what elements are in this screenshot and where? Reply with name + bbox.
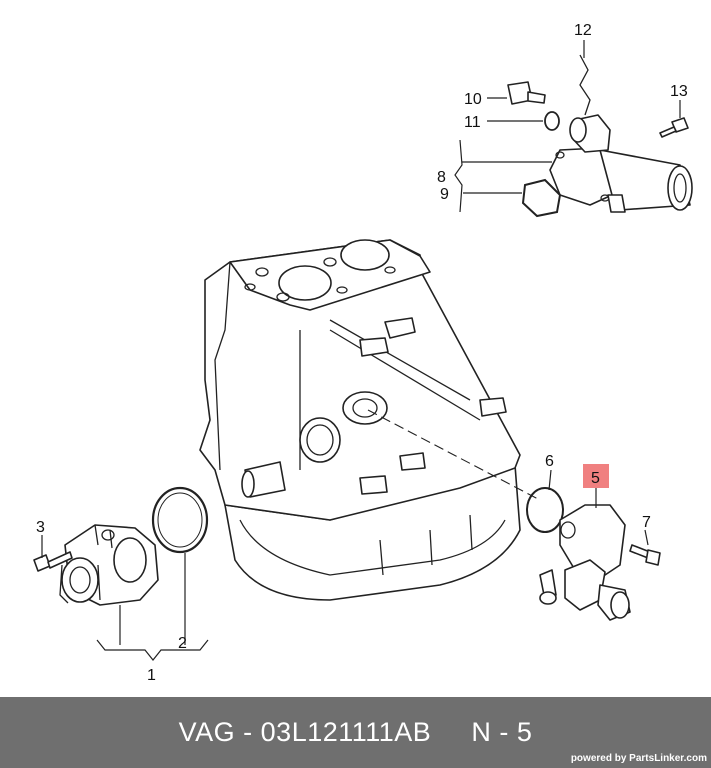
coolant-flange: [549, 114, 693, 213]
callout-7: 7: [642, 514, 651, 531]
powered-by-link[interactable]: powered by PartsLinker.com: [570, 753, 707, 764]
bolt-13: [659, 117, 689, 138]
engine-block: [199, 239, 521, 601]
callout-12: 12: [574, 22, 592, 39]
retaining-clip-12: [579, 54, 591, 116]
callout-8: 8: [437, 169, 446, 186]
seal-ring-11: [544, 111, 560, 131]
callout-3: 3: [36, 519, 45, 536]
bolt-7: [629, 544, 661, 566]
callout-5: 5: [591, 470, 600, 487]
parts-diagram: 1 2 3 5 6 7 8 9 10 11 12 13: [33, 22, 693, 684]
coolant-housing: [539, 504, 631, 621]
o-ring-large-inner: [157, 492, 203, 548]
gasket-9: [521, 178, 562, 218]
assembly-line-housing: [367, 409, 541, 501]
coolant-pump: [59, 524, 159, 606]
callout-13: 13: [670, 83, 688, 100]
temperature-sender: [507, 81, 546, 105]
footer-bar: VAG - 03L121111AB N - 5 powered by Parts…: [0, 697, 711, 768]
callout-1: 1: [147, 667, 156, 684]
o-ring-6: [526, 487, 564, 533]
o-ring-large: [151, 486, 209, 554]
callout-6: 6: [545, 453, 554, 470]
leader-lines: [41, 40, 681, 661]
callout-9: 9: [440, 186, 449, 203]
callout-10: 10: [464, 91, 482, 108]
part-number-text: VAG - 03L121111AB N - 5: [178, 717, 533, 747]
highlight-box: [583, 464, 609, 488]
callout-11: 11: [464, 114, 481, 131]
callout-2: 2: [178, 635, 187, 652]
